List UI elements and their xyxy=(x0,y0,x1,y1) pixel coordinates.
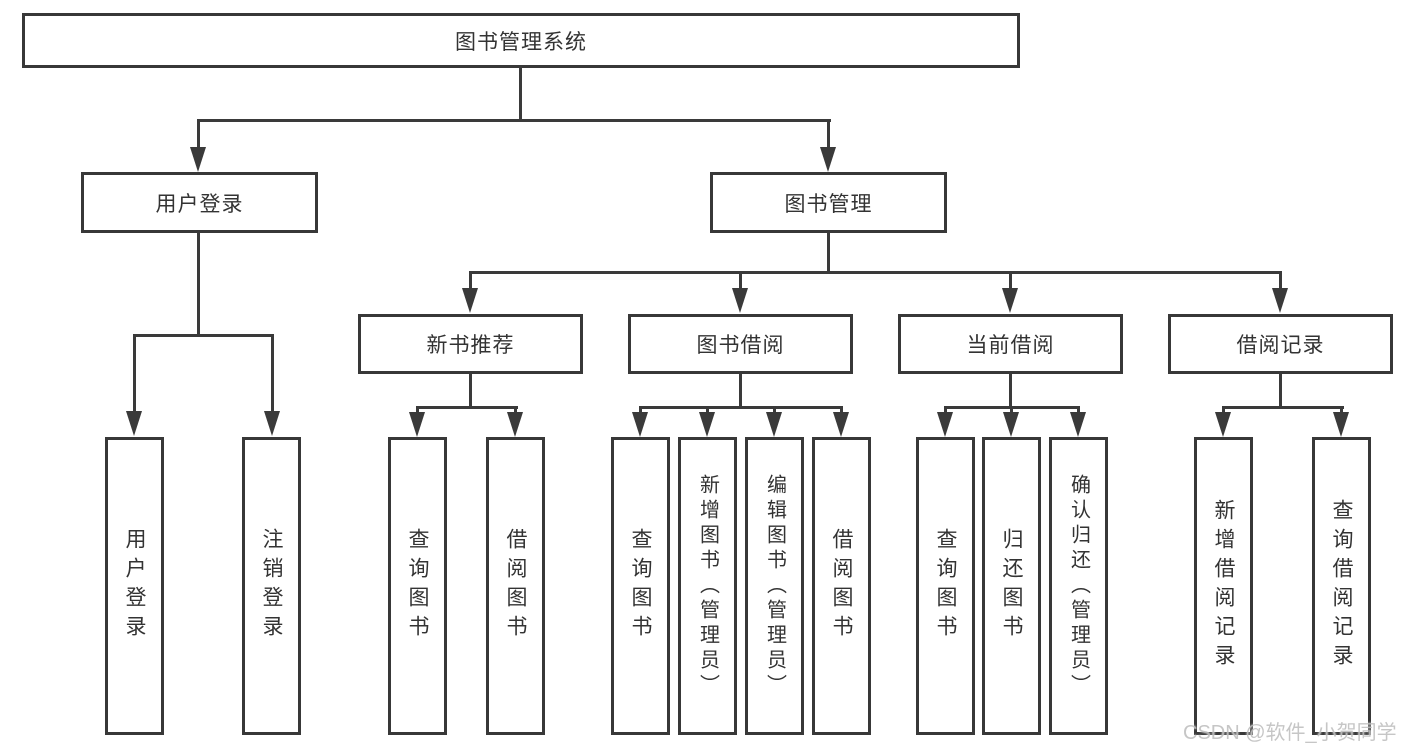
leaf-query-books-3: 查询图书 xyxy=(916,437,975,735)
connector-vline xyxy=(519,67,522,121)
node-group-book-borrow-label: 图书借阅 xyxy=(696,334,785,357)
connector-vline xyxy=(944,406,947,414)
connector-vline xyxy=(1010,406,1013,414)
arrow-down-icon xyxy=(632,412,648,437)
arrow-down-icon xyxy=(820,147,836,172)
leaf-query-books-3-label: 查询图书 xyxy=(934,528,957,644)
leaf-query-borrow-record-label: 查询借阅记录 xyxy=(1330,499,1353,673)
leaf-borrow-books-2-label: 借阅图书 xyxy=(830,528,853,644)
leaf-confirm-return-admin: 确认归还（管理员） xyxy=(1049,437,1108,735)
connector-vline xyxy=(514,406,517,414)
connector-vline xyxy=(773,406,776,414)
leaf-query-books-2-label: 查询图书 xyxy=(629,528,652,644)
leaf-edit-book-admin: 编辑图书（管理员） xyxy=(745,437,804,735)
connector-vline xyxy=(840,406,843,414)
arrow-down-icon xyxy=(833,412,849,437)
connector-vline xyxy=(827,232,830,274)
leaf-borrow-books-1: 借阅图书 xyxy=(486,437,545,735)
node-book-mgmt-label: 图书管理 xyxy=(784,192,873,216)
connector-vline xyxy=(469,374,472,409)
connector-vline xyxy=(271,334,274,412)
node-book-mgmt: 图书管理 xyxy=(710,172,947,233)
connector-vline xyxy=(1279,271,1282,290)
arrow-down-icon xyxy=(264,411,280,436)
leaf-query-books-2: 查询图书 xyxy=(611,437,670,735)
leaf-add-borrow-record-label: 新增借阅记录 xyxy=(1212,499,1235,673)
arrow-down-icon xyxy=(937,412,953,437)
connector-vline xyxy=(1279,374,1282,409)
watermark: CSDN @软件_小贺同学 xyxy=(1183,722,1397,744)
leaf-return-book-label: 归还图书 xyxy=(1000,528,1023,644)
connector-vline xyxy=(739,271,742,290)
node-group-new-books: 新书推荐 xyxy=(358,314,583,374)
arrow-down-icon xyxy=(190,147,206,172)
node-group-current-borrow: 当前借阅 xyxy=(898,314,1123,374)
arrow-down-icon xyxy=(409,412,425,437)
leaf-edit-book-admin-label: 编辑图书（管理员） xyxy=(763,473,786,699)
leaf-confirm-return-admin-label: 确认归还（管理员） xyxy=(1067,473,1090,699)
node-group-current-borrow-label: 当前借阅 xyxy=(966,334,1055,357)
connector-vline xyxy=(1340,406,1343,414)
connector-hline xyxy=(639,406,843,409)
node-root-label: 图书管理系统 xyxy=(455,30,587,54)
node-user-login-label: 用户登录 xyxy=(155,192,244,216)
leaf-user-login: 用户登录 xyxy=(105,437,164,735)
leaf-logout-label: 注销登录 xyxy=(260,528,283,644)
node-group-book-borrow: 图书借阅 xyxy=(628,314,853,374)
arrow-down-icon xyxy=(766,412,782,437)
connector-vline xyxy=(133,334,136,412)
connector-vline xyxy=(827,119,830,148)
connector-vline xyxy=(197,232,200,337)
connector-vline xyxy=(1077,406,1080,414)
arrow-down-icon xyxy=(1272,288,1288,313)
connector-vline xyxy=(469,271,472,290)
leaf-query-borrow-record: 查询借阅记录 xyxy=(1312,437,1371,735)
arrow-down-icon xyxy=(126,411,142,436)
arrow-down-icon xyxy=(1333,412,1349,437)
leaf-query-books-1-label: 查询图书 xyxy=(406,528,429,644)
arrow-down-icon xyxy=(1002,288,1018,313)
node-root: 图书管理系统 xyxy=(22,13,1020,68)
leaf-query-books-1: 查询图书 xyxy=(388,437,447,735)
node-user-login: 用户登录 xyxy=(81,172,318,233)
connector-vline xyxy=(639,406,642,414)
leaf-borrow-books-2: 借阅图书 xyxy=(812,437,871,735)
connector-vline xyxy=(706,406,709,414)
connector-vline xyxy=(1222,406,1225,414)
arrow-down-icon xyxy=(507,412,523,437)
connector-vline xyxy=(739,374,742,409)
leaf-return-book: 归还图书 xyxy=(982,437,1041,735)
node-group-borrow-records: 借阅记录 xyxy=(1168,314,1393,374)
arrow-down-icon xyxy=(1215,412,1231,437)
connector-hline xyxy=(469,271,1282,274)
leaf-add-book-admin-label: 新增图书（管理员） xyxy=(696,473,719,699)
connector-hline xyxy=(197,119,831,122)
node-group-borrow-records-label: 借阅记录 xyxy=(1236,334,1325,357)
leaf-add-book-admin: 新增图书（管理员） xyxy=(678,437,737,735)
leaf-add-borrow-record: 新增借阅记录 xyxy=(1194,437,1253,735)
leaf-user-login-label: 用户登录 xyxy=(123,528,146,644)
arrow-down-icon xyxy=(1070,412,1086,437)
node-group-new-books-label: 新书推荐 xyxy=(426,334,515,357)
arrow-down-icon xyxy=(462,288,478,313)
arrow-down-icon xyxy=(1003,412,1019,437)
connector-hline xyxy=(133,334,274,337)
connector-vline xyxy=(1009,271,1012,290)
connector-vline xyxy=(416,406,419,414)
leaf-logout: 注销登录 xyxy=(242,437,301,735)
arrow-down-icon xyxy=(732,288,748,313)
connector-hline xyxy=(1222,406,1344,409)
arrow-down-icon xyxy=(699,412,715,437)
connector-vline xyxy=(1009,374,1012,409)
leaf-borrow-books-1-label: 借阅图书 xyxy=(504,528,527,644)
connector-hline xyxy=(416,406,518,409)
connector-vline xyxy=(197,119,200,148)
